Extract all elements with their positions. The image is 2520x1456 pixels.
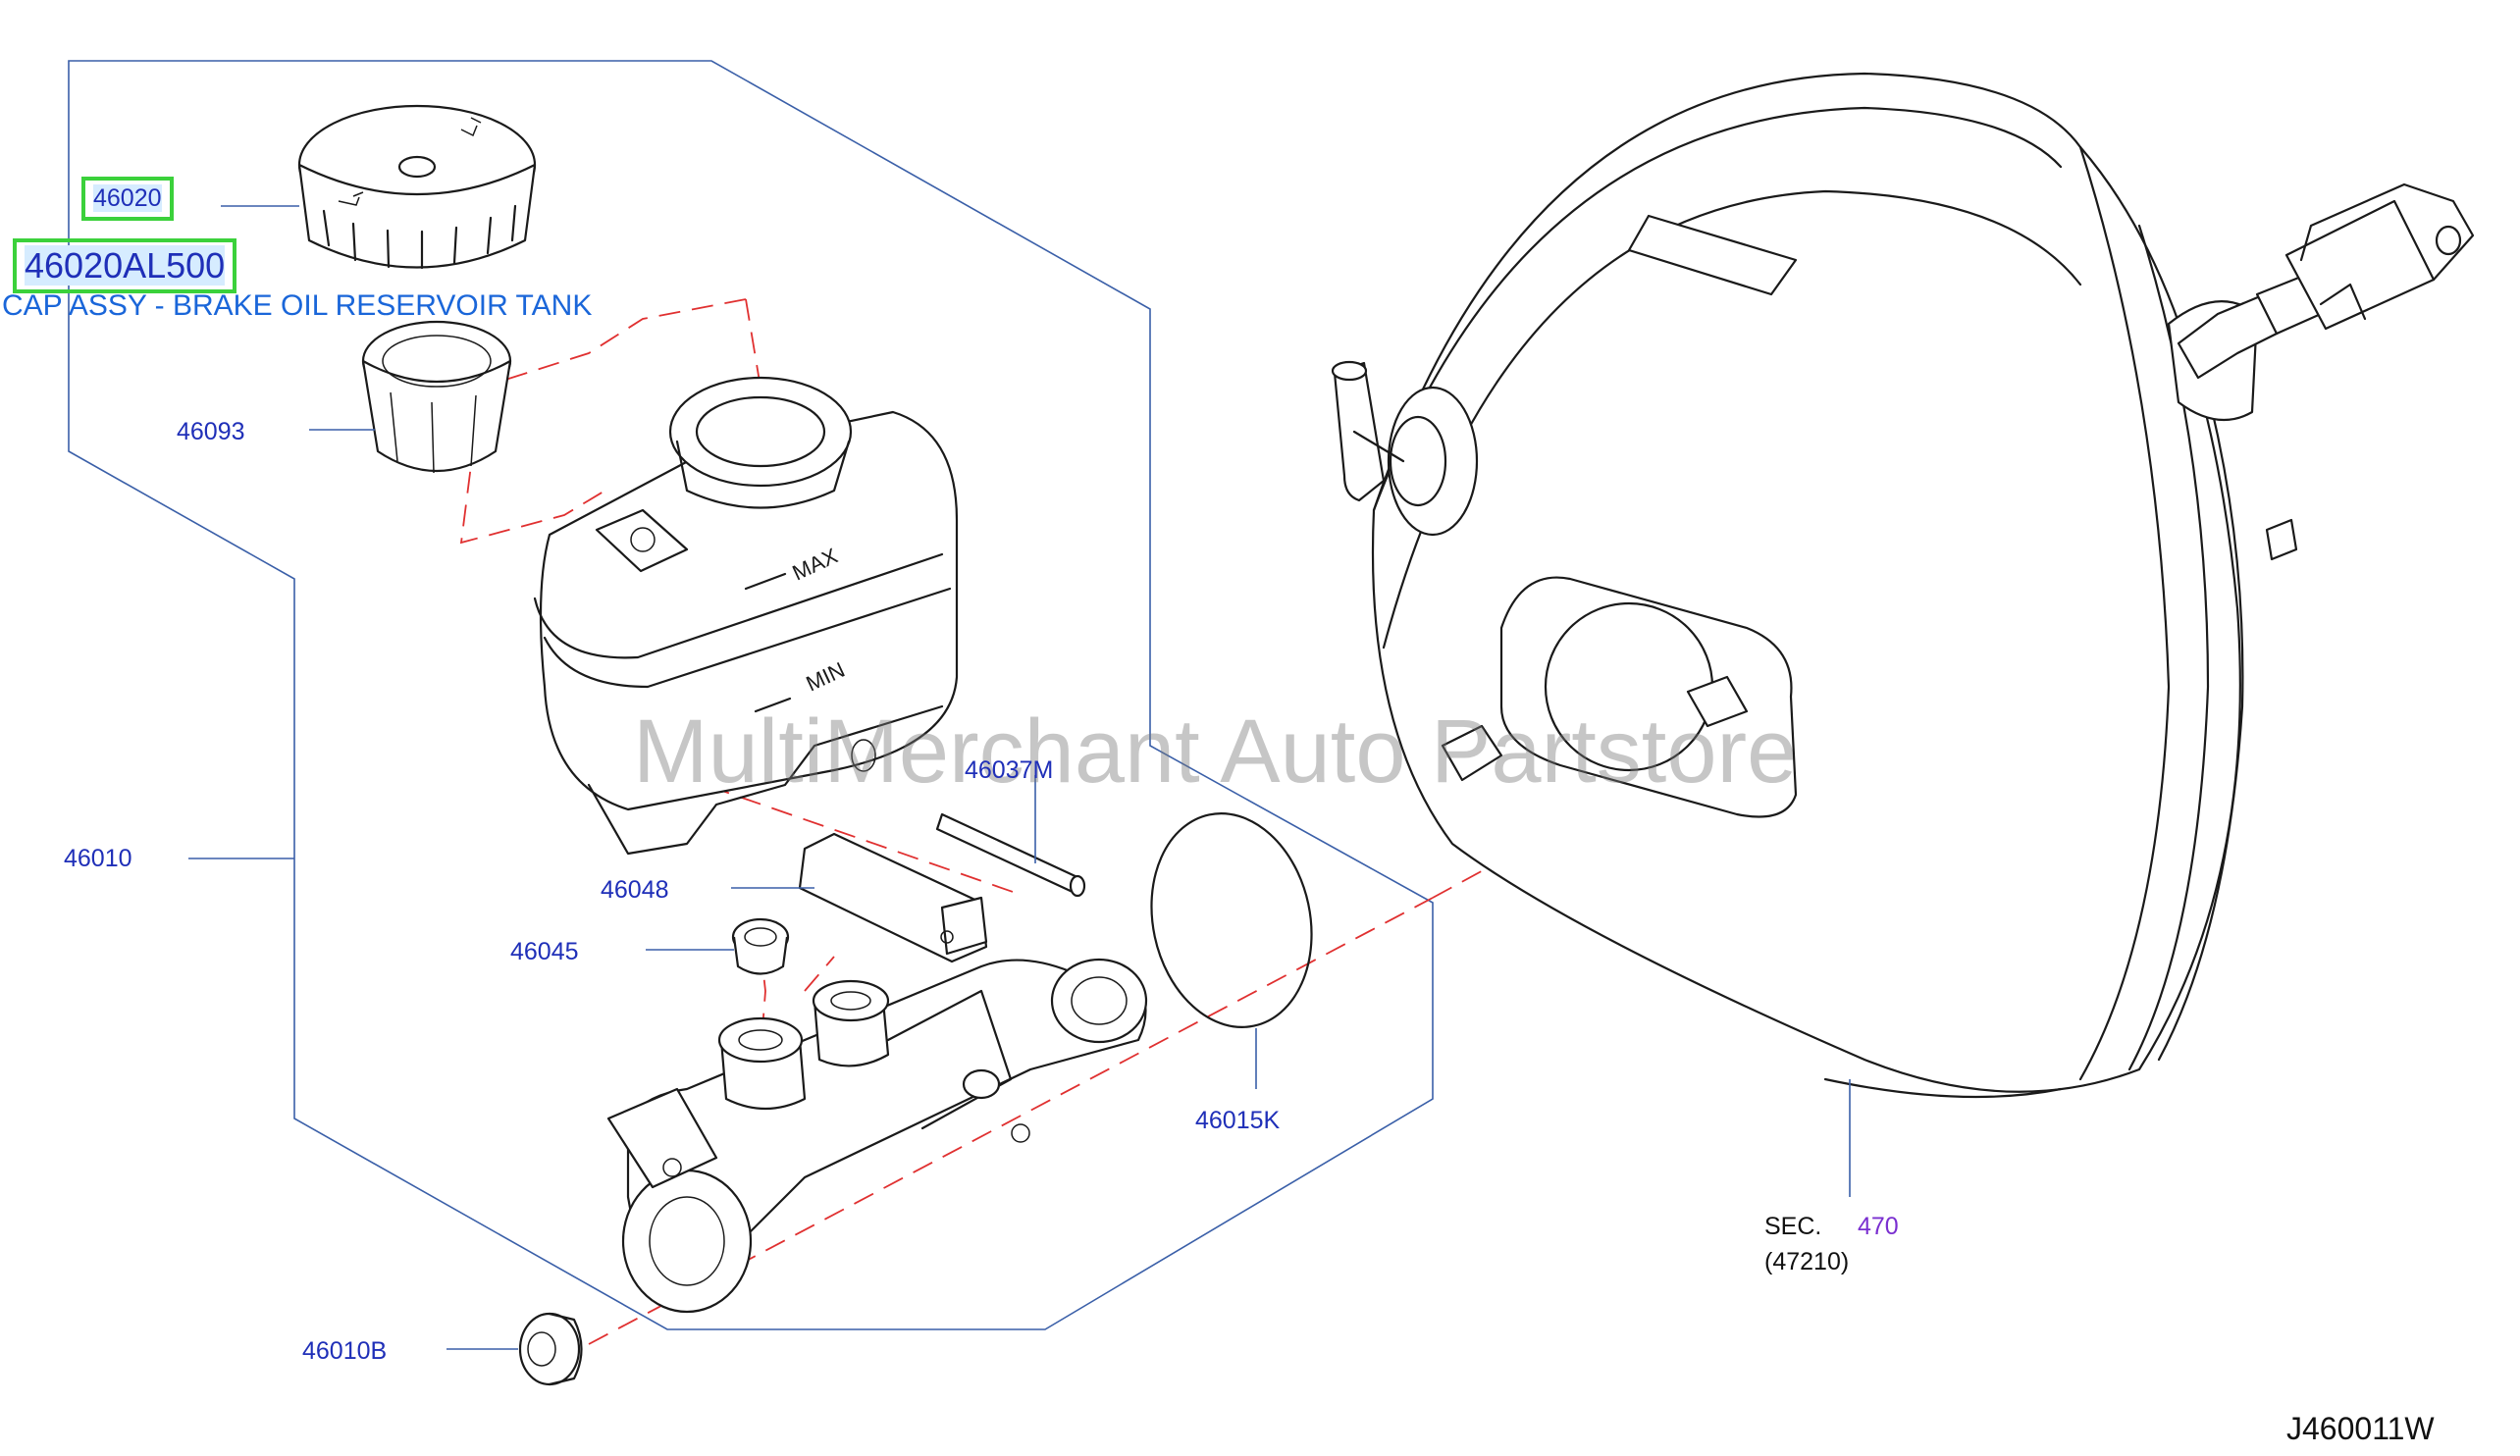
reservoir-tank[interactable]: MAX MIN <box>533 376 959 856</box>
part-label-46010[interactable]: 46010 <box>64 845 132 872</box>
part-label-46048[interactable]: 46048 <box>601 876 669 904</box>
part-label-46045[interactable]: 46045 <box>510 938 579 965</box>
part-label-46020[interactable]: 46020 <box>81 177 174 221</box>
master-cylinder[interactable] <box>606 958 1148 1314</box>
oem-number-label[interactable]: 46020AL500 <box>13 238 237 293</box>
assembly-frame <box>68 60 1434 1330</box>
reservoir-seal[interactable] <box>361 320 512 474</box>
part-label-46010B[interactable]: 46010B <box>302 1337 388 1365</box>
small-grommet[interactable] <box>731 917 790 975</box>
section-link-470[interactable]: 470 <box>1858 1213 1899 1240</box>
leader-lines <box>188 205 1851 1350</box>
connector-pipe[interactable] <box>798 832 988 963</box>
section-prefix: SEC. <box>1764 1213 1822 1240</box>
part-label-46037M[interactable]: 46037M <box>965 756 1054 784</box>
watermark: MultiMerchant Auto Partstore <box>633 702 1798 802</box>
o-ring[interactable] <box>1132 799 1331 1042</box>
section-sub-number: (47210) <box>1764 1248 1850 1275</box>
part-number-highlighted: 46020 <box>93 184 162 212</box>
part-label-46015K[interactable]: 46015K <box>1195 1107 1281 1134</box>
reservoir-cap[interactable] <box>297 104 537 270</box>
oem-number-text: 46020AL500 <box>25 245 226 286</box>
cap-nut[interactable] <box>518 1312 583 1386</box>
part-description: CAP ASSY - BRAKE OIL RESERVOIR TANK <box>2 289 593 322</box>
diagram-code: J460011W <box>2286 1411 2435 1446</box>
part-label-46093[interactable]: 46093 <box>177 418 245 445</box>
brake-booster[interactable] <box>1331 72 2475 1099</box>
retaining-pin[interactable] <box>935 812 1086 898</box>
